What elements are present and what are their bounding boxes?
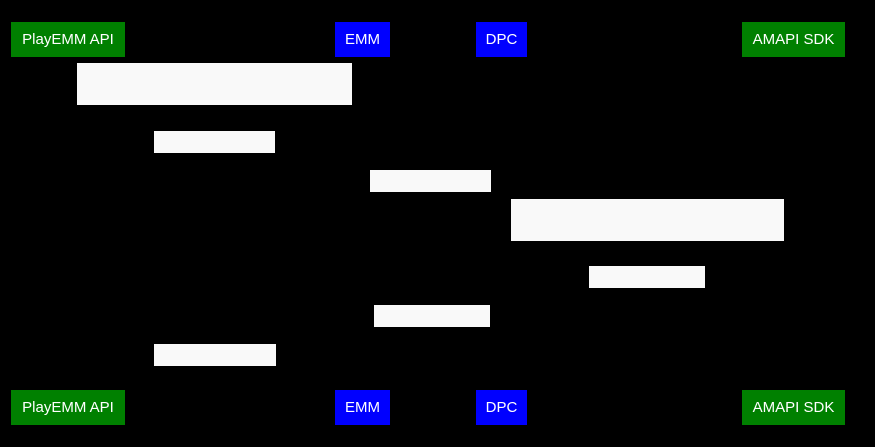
participant-dpc-top[interactable]: DPC [476,22,527,57]
participant-dpc-bottom[interactable]: DPC [476,390,527,425]
message-line-2: enrollmentTokenType=userlessDevice) [94,160,335,176]
message-label-userid-deviceid-dpc: userId, deviceId [374,305,490,361]
participant-playemm-api-top[interactable]: PlayEMM API [11,22,125,57]
message-label-enrollment-token: enrollment token [370,170,491,226]
arrow-m2 [67,155,361,156]
lifeline-playemm [67,57,68,388]
arrow-m1 [67,107,361,108]
arrow-m4 [500,242,793,243]
lifeline-emm [361,57,362,388]
message-label-userid-deviceid-amapi: userId, deviceId [589,266,705,322]
arrow-head-m1 [67,103,75,111]
message-line-1: userId, deviceId [382,345,482,361]
message-line-1: userId, deviceId [597,306,697,322]
arrow-m5 [500,290,793,291]
participant-playemm-api-bottom[interactable]: PlayEMM API [11,390,125,425]
message-line-1: enrollment token [378,210,483,226]
lifeline-dpc [500,57,501,388]
participant-label: DPC [485,31,518,48]
participant-label: EMM [345,399,380,416]
participant-label: AMAPI SDK [752,31,835,48]
participant-label: AMAPI SDK [752,399,835,416]
arrow-head-m5 [500,286,508,294]
participant-label: PlayEMM API [22,399,114,416]
participant-label: PlayEMM API [22,31,114,48]
participant-label: DPC [485,399,518,416]
participant-emm-bottom[interactable]: EMM [335,390,390,425]
arrow-head-m6 [361,325,369,333]
arrow-head-m7 [67,364,75,372]
message-label-enrollment-tokens-create: enrollmentTokens.create( enrollmentToken… [77,63,352,176]
message-label-start-account-setup: accountSetupClient .startAccountSetup(en… [511,199,784,312]
message-label-devices-update: devices.update() [154,344,276,400]
participant-amapi-sdk-top[interactable]: AMAPI SDK [742,22,845,57]
message-label-enrollment-token-response: enrollmentToken [154,131,275,187]
message-line-1: enrollmentToken [163,171,266,187]
message-line-1: accountSetupClient [586,239,709,255]
participant-amapi-sdk-bottom[interactable]: AMAPI SDK [742,390,845,425]
arrow-m6 [361,329,500,330]
message-line-2: .startAccountSetup(entrollment token) [529,296,765,312]
arrow-m3 [361,194,500,195]
message-line-1: devices.update() [163,384,267,400]
arrow-head-m2 [353,151,361,159]
message-line-1: enrollmentTokens.create( [135,103,294,119]
participant-label: EMM [345,31,380,48]
arrow-m7 [67,368,361,369]
arrow-head-m3 [492,190,500,198]
participant-emm-top[interactable]: EMM [335,22,390,57]
arrow-head-m4 [785,238,793,246]
lifeline-amapi [793,57,794,388]
